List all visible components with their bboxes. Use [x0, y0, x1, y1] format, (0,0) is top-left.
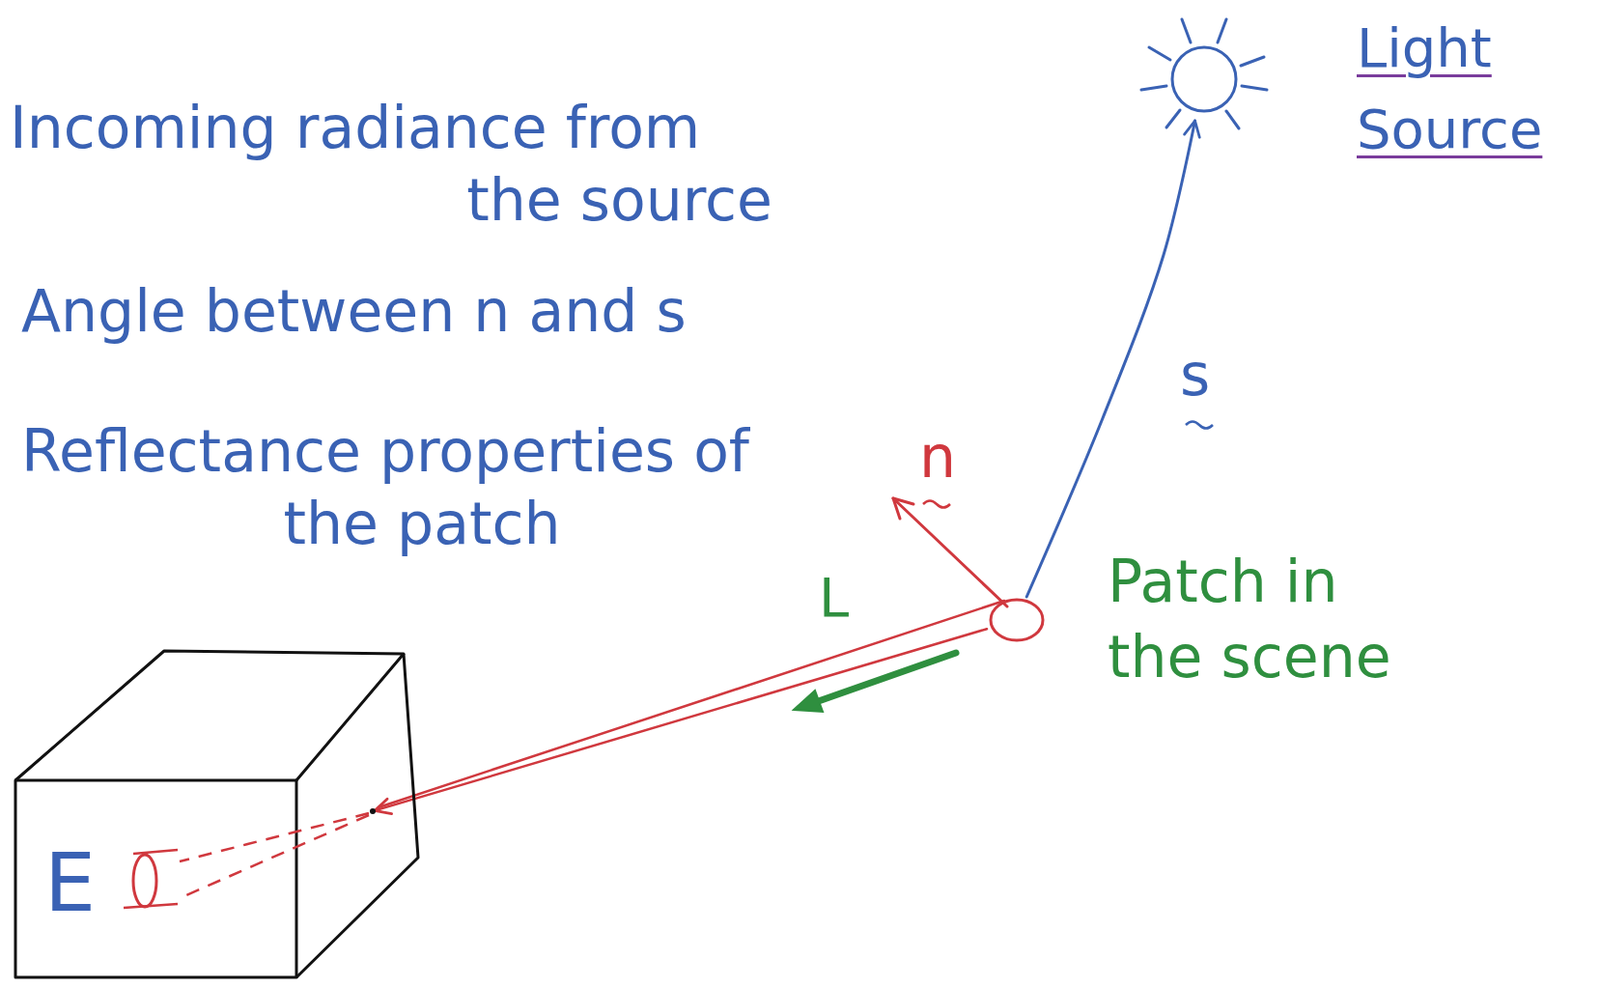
image-patch-mark	[123, 903, 178, 908]
image-ray	[179, 814, 369, 899]
camera-box	[15, 650, 419, 978]
sun-ray	[1240, 56, 1264, 66]
patch-label: Patch in the scene	[1107, 543, 1427, 695]
camera-top	[15, 650, 404, 781]
node-outline	[986, 596, 1047, 644]
radiance-arrowhead	[793, 690, 823, 712]
scene-patch: Patch in the scene	[986, 596, 1047, 644]
normal-line	[893, 498, 1008, 607]
sun-ray	[1241, 85, 1267, 90]
normal-arrowhead	[893, 498, 914, 519]
note-text: Reflectance properties of the patch	[21, 415, 823, 561]
note-text: Angle between n and s	[21, 275, 891, 348]
sun-ray	[1141, 85, 1167, 90]
light-ray	[1026, 120, 1195, 597]
ray-bundle-edge	[378, 600, 1005, 808]
vector-label: s	[1179, 342, 1210, 407]
sun-ray	[1166, 110, 1180, 128]
patch-ellipse	[990, 599, 1043, 641]
surface-normal-arrow	[893, 498, 1008, 607]
light-ray	[374, 628, 987, 811]
node-outline	[1163, 38, 1246, 121]
vector-label: n	[919, 424, 956, 489]
vector-tilde	[923, 501, 951, 508]
vector-label: L	[818, 567, 849, 628]
camera: E	[15, 648, 375, 981]
image-ray	[179, 813, 369, 862]
note-text: Incoming radiance from the source	[9, 91, 773, 237]
light-source: Light Source	[1163, 38, 1246, 121]
sun-ray	[1226, 111, 1239, 129]
vector-tilde	[1185, 421, 1213, 429]
sun-rays	[1141, 19, 1267, 129]
image-rays	[123, 813, 369, 908]
sun-ray	[1181, 19, 1191, 43]
image-patch-mark	[133, 849, 178, 854]
source-label: Light Source	[1356, 7, 1589, 170]
sun-ray	[1217, 19, 1227, 43]
sun-ray	[1149, 47, 1171, 60]
sun-circle	[1172, 47, 1236, 112]
node-outline	[15, 648, 375, 981]
camera-front	[15, 780, 297, 978]
image-patch	[133, 854, 157, 907]
pinhole	[369, 808, 376, 815]
irradiance-symbol: E	[44, 842, 96, 924]
